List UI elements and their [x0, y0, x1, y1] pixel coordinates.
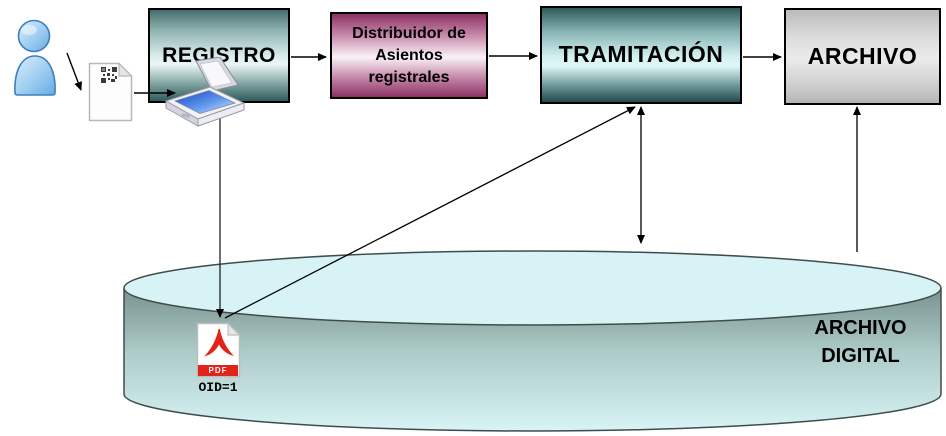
archivo-label: ARCHIVO: [807, 42, 918, 69]
user-icon: [14, 19, 56, 96]
distribuidor-box: Distribuidor de Asientos registrales: [330, 12, 488, 99]
scanner-icon: [164, 57, 246, 127]
distribuidor-label: Distribuidor de Asientos registrales: [352, 24, 466, 86]
registro-label: REGISTRO: [162, 43, 276, 67]
tramitacion-box: TRAMITACIÓN: [540, 6, 742, 104]
cylinder-body: [123, 288, 942, 432]
tramitacion-label: TRAMITACIÓN: [558, 41, 724, 68]
acrobat-logo: [204, 329, 234, 357]
archivo-digital-label: ARCHIVO DIGITAL: [814, 317, 907, 367]
registro-box: REGISTRO: [148, 8, 290, 103]
qr-code: [101, 67, 117, 83]
archivo-box: ARCHIVO: [784, 8, 941, 105]
pdf-file-icon: PDF: [196, 322, 241, 378]
pdf-badge: PDF: [198, 365, 238, 376]
pdf-oid-caption: OID=1: [198, 380, 238, 395]
document-with-qr-icon: [88, 62, 133, 122]
